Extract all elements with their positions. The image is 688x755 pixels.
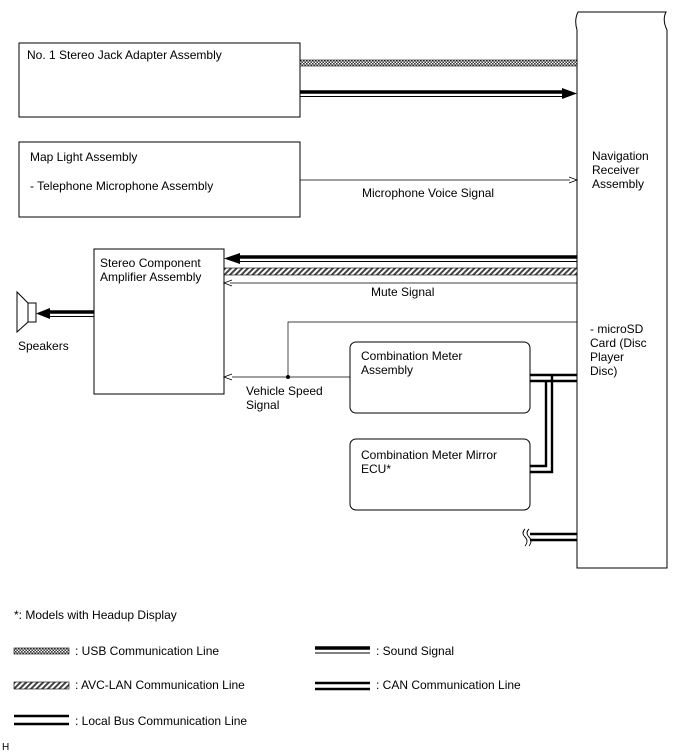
can-line-mirror-outer xyxy=(530,375,554,474)
mirror-ecu-label-2: ECU* xyxy=(361,462,392,476)
arrow-to-amp-speed xyxy=(222,373,233,381)
microsd-label-2: Card (Disc xyxy=(590,336,647,350)
microsd-label-1: - microSD xyxy=(590,322,644,336)
arrow-to-amp-mute xyxy=(222,279,233,287)
amplifier-label-1: Stereo Component xyxy=(100,256,201,270)
amplifier-box xyxy=(93,248,225,395)
nav-label-3: Assembly xyxy=(592,177,645,191)
wire-break-mark-2 xyxy=(526,528,532,547)
arrow-to-speaker xyxy=(36,308,50,319)
speed-signal-junction xyxy=(286,375,290,379)
nav-label-2: Receiver xyxy=(592,163,640,177)
map-light-box xyxy=(18,141,301,218)
legend-local-label: : Local Bus Communication Line xyxy=(75,714,248,728)
jack-adapter-label: No. 1 Stereo Jack Adapter Assembly xyxy=(27,48,222,62)
speaker-body xyxy=(27,302,37,323)
microsd-label-3: Player xyxy=(590,350,625,364)
mute-signal-label: Mute Signal xyxy=(371,285,435,299)
arrow-to-nav-mic xyxy=(568,176,579,184)
legend-can-label: : CAN Communication Line xyxy=(376,678,521,692)
navigation-receiver-box xyxy=(575,11,668,569)
telephone-mic-label: - Telephone Microphone Assembly xyxy=(30,179,214,193)
speed-signal-label-1: Vehicle Speed xyxy=(246,384,323,398)
meter-label-1: Combination Meter xyxy=(361,349,463,363)
nav-label-1: Navigation xyxy=(592,149,649,163)
legend-avc-label: : AVC-LAN Communication Line xyxy=(75,678,245,692)
speed-signal-label-2: Signal xyxy=(246,398,280,412)
jack-adapter-box xyxy=(18,42,301,118)
usb-line-jack xyxy=(299,59,578,67)
legend-avc-swatch xyxy=(13,681,70,690)
mirror-ecu-label-1: Combination Meter Mirror xyxy=(361,448,498,462)
can-line-mirror-inner xyxy=(530,381,548,468)
speakers-label: Speakers xyxy=(18,339,69,353)
avc-lan-line xyxy=(223,267,578,276)
meter-label-2: Assembly xyxy=(361,363,414,377)
figure-code: H xyxy=(2,742,10,753)
speaker-cone xyxy=(16,290,29,334)
mirror-ecu-box xyxy=(349,438,531,511)
speed-signal-line xyxy=(287,321,577,377)
microsd-label-4: Disc) xyxy=(590,364,618,378)
arrow-to-amp-sound xyxy=(224,253,240,264)
arrow-to-nav-sound xyxy=(562,88,577,99)
legend-usb-swatch xyxy=(13,647,70,655)
legend-note: *: Models with Headup Display xyxy=(14,608,177,622)
legend-sound-label: : Sound Signal xyxy=(376,644,455,658)
map-light-label: Map Light Assembly xyxy=(30,150,138,164)
wire-break-mark xyxy=(522,528,528,547)
legend-usb-label: : USB Communication Line xyxy=(75,644,220,658)
combination-meter-box xyxy=(349,341,531,414)
microphone-signal-label: Microphone Voice Signal xyxy=(362,186,495,200)
amplifier-label-2: Amplifier Assembly xyxy=(100,270,202,284)
